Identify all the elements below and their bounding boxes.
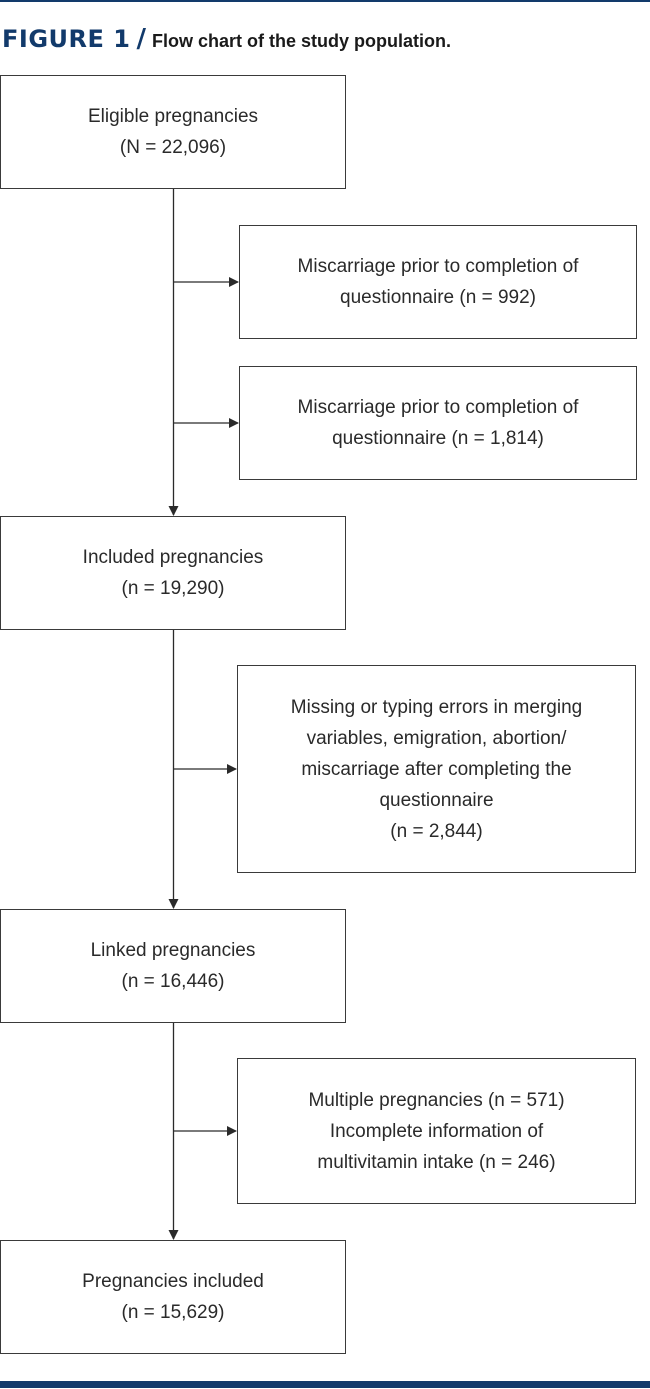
- eligible-pregnancies-box: Eligible pregnancies (N = 22,096): [0, 75, 346, 189]
- exclusion-2-line-2: questionnaire (n = 1,814): [332, 428, 544, 449]
- figure-title: FIGURE 1 / Flow chart of the study popul…: [2, 24, 451, 56]
- exclusion-box-4: Multiple pregnancies (n = 571) Incomplet…: [237, 1058, 636, 1204]
- linked-title: Linked pregnancies: [90, 940, 256, 961]
- exclusion-4-line-1: Multiple pregnancies (n = 571): [308, 1089, 565, 1111]
- included-count: (n = 19,290): [121, 578, 225, 599]
- eligible-count: (N = 22,096): [119, 137, 227, 158]
- included-pregnancies-box: Included pregnancies (n = 19,290): [0, 516, 346, 630]
- final-title: Pregnancies included: [82, 1271, 264, 1292]
- exclusion-3-line-5: (n = 2,844): [390, 820, 483, 842]
- figure-caption: Flow chart of the study population.: [151, 31, 451, 51]
- final-count: (n = 15,629): [121, 1302, 225, 1323]
- exclusion-box-3: Missing or typing errors in merging vari…: [237, 665, 636, 873]
- figure-separator: /: [136, 24, 146, 54]
- bottom-rule: [0, 1381, 650, 1388]
- included-title: Included pregnancies: [82, 547, 264, 568]
- exclusion-4-line-3: multivitamin intake (n = 246): [317, 1151, 556, 1173]
- exclusion-1-line-2: questionnaire (n = 992): [340, 287, 536, 308]
- eligible-title: Eligible pregnancies: [87, 106, 259, 127]
- exclusion-box-2: Miscarriage prior to completion of quest…: [239, 366, 637, 480]
- linked-count: (n = 16,446): [121, 971, 225, 992]
- exclusion-box-1: Miscarriage prior to completion of quest…: [239, 225, 637, 339]
- exclusion-3-line-1: Missing or typing errors in merging: [290, 696, 583, 718]
- linked-pregnancies-box: Linked pregnancies (n = 16,446): [0, 909, 346, 1023]
- exclusion-3-line-2: variables, emigration, abortion/: [306, 727, 567, 749]
- exclusion-3-line-4: questionnaire: [379, 789, 494, 811]
- exclusion-1-line-1: Miscarriage prior to completion of: [297, 256, 579, 277]
- top-rule: [0, 0, 650, 2]
- exclusion-2-line-1: Miscarriage prior to completion of: [297, 397, 579, 418]
- exclusion-4-line-2: Incomplete information of: [329, 1120, 544, 1142]
- figure-label: FIGURE 1: [2, 25, 131, 53]
- final-pregnancies-box: Pregnancies included (n = 15,629): [0, 1240, 346, 1354]
- exclusion-3-line-3: miscarriage after completing the: [301, 758, 572, 780]
